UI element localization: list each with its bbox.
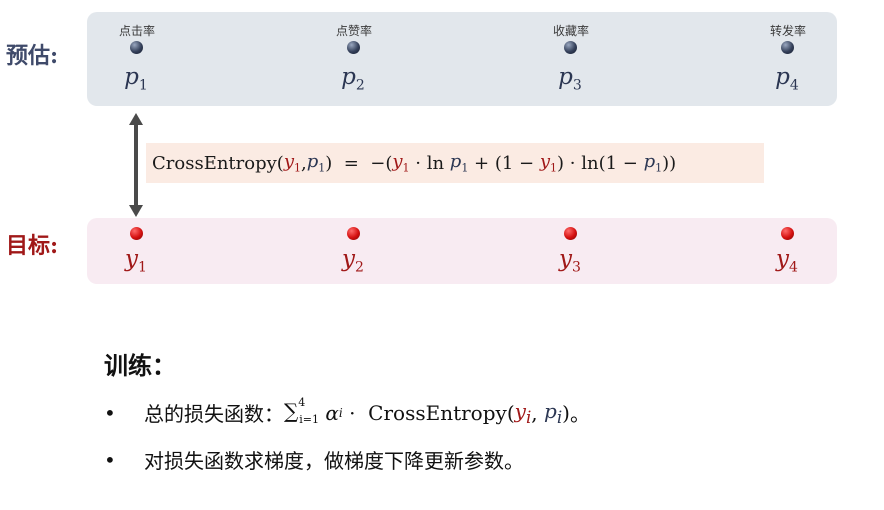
metric-label-ctr: 点击率 (118, 24, 155, 38)
bullet-gradient: • 对损失函数求梯度，做梯度下降更新参数。 (104, 447, 524, 474)
prediction-band (87, 12, 837, 106)
target-var: y1 (125, 246, 147, 276)
sum-symbol: ∑4i=1 (284, 396, 320, 426)
metric-label-like: 点赞率 (335, 24, 372, 38)
target-var: y2 (342, 246, 364, 276)
target-band (87, 218, 837, 284)
prediction-dot (781, 41, 794, 54)
prediction-var: p2 (341, 64, 365, 94)
prediction-var: p4 (775, 64, 799, 94)
double-arrow-icon (129, 113, 143, 217)
prediction-var: p3 (558, 64, 582, 94)
prediction-dot (347, 41, 360, 54)
metric-label-collect: 收藏率 (552, 24, 589, 38)
prediction-var: p1 (124, 64, 148, 94)
training-title: 训练： (104, 351, 176, 380)
prediction-dot (130, 41, 143, 54)
target-dot (781, 227, 794, 240)
cross-entropy-formula: CrossEntropy(y1,p1) = −(y1 · ln p1 + (1 … (146, 143, 764, 183)
target-var: y3 (559, 246, 581, 276)
prediction-dot (564, 41, 577, 54)
target-dot (347, 227, 360, 240)
target-dot (564, 227, 577, 240)
bullet-icon: • (104, 400, 116, 425)
target-label: 目标: (6, 233, 59, 259)
prediction-label: 预估: (6, 43, 59, 69)
target-var: y4 (776, 246, 798, 276)
target-dot (130, 227, 143, 240)
metric-label-share: 转发率 (769, 24, 806, 38)
bullet-icon: • (104, 447, 116, 472)
